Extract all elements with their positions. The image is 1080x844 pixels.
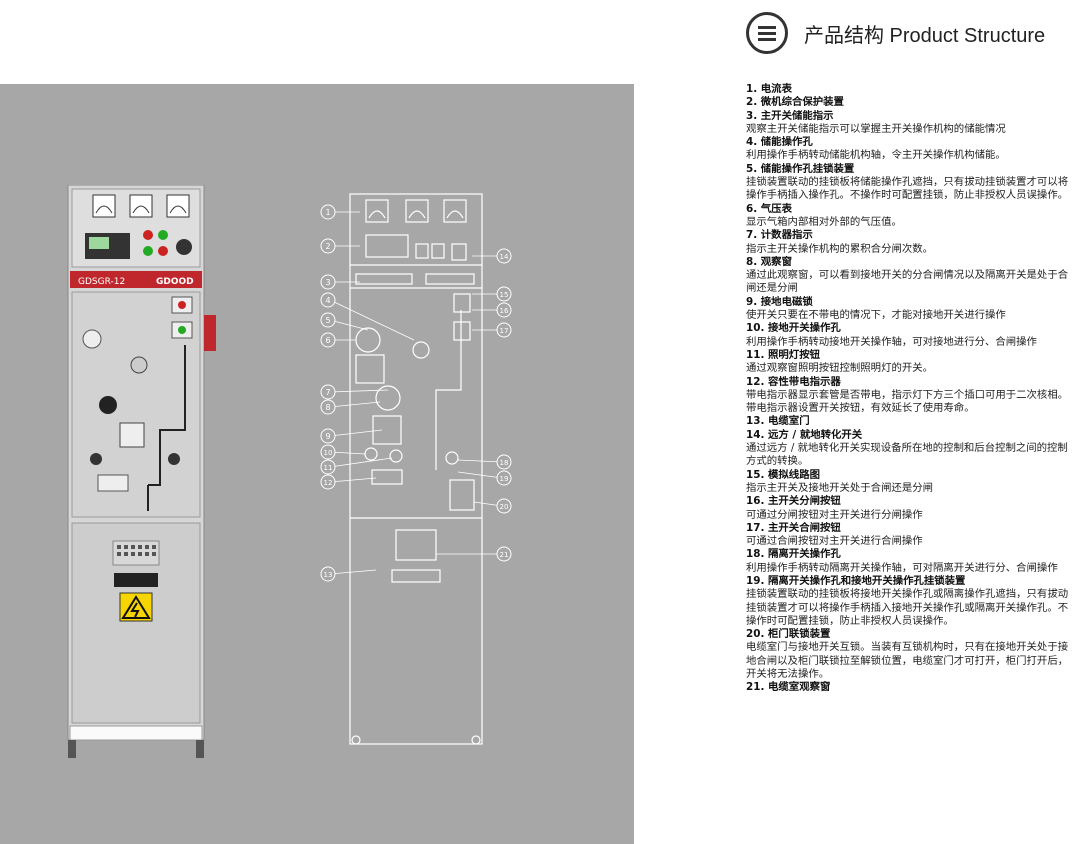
item-description: 通过远方 / 就地转化开关实现设备所在地的控制和后台控制之间的控制方式的转换。	[746, 442, 1068, 468]
item-title: 20. 柜门联锁装置	[746, 628, 831, 641]
callout-9: 9	[325, 432, 330, 441]
list-item: 15. 模拟线路图指示主开关及接地开关处于合闸还是分闸	[746, 469, 1070, 496]
list-item: 1. 电流表	[746, 83, 1070, 96]
item-description: 指示主开关及接地开关处于合闸还是分闸	[746, 481, 934, 494]
item-title: 1. 电流表	[746, 83, 792, 95]
item-description: 通过此观察窗，可以看到接地开关的分合闸情况以及隔离开关是处于合闸还是分闸	[746, 269, 1069, 295]
item-title: 2. 微机综合保护装置	[746, 96, 844, 109]
list-item: 2. 微机综合保护装置	[746, 96, 1070, 109]
list-item: 5. 储能操作孔挂锁装置挂锁装置联动的挂锁板将储能操作孔遮挡，只有拔动挂锁装置才…	[746, 163, 1070, 203]
item-title: 13. 电缆室门	[746, 415, 810, 428]
list-item: 10. 接地开关操作孔利用操作手柄转动接地开关操作轴，可对接地进行分、合闸操作	[746, 322, 1070, 349]
pressure-gauge-icon	[82, 329, 102, 349]
item-title: 5. 储能操作孔挂锁装置	[746, 162, 855, 175]
item-description: 可通过分闸按钮对主开关进行分闸操作	[746, 508, 923, 521]
list-item: 17. 主开关合闸按钮可通过合闸按钮对主开关进行合闸操作	[746, 522, 1070, 549]
item-title: 19. 隔离开关操作孔和接地开关操作孔挂锁装置	[746, 574, 966, 587]
callout-10: 10	[324, 449, 333, 457]
list-item: 12. 容性带电指示器带电指示器显示套管是否带电，指示灯下方三个插口可用于二次核…	[746, 376, 1070, 416]
item-title: 7. 计数器指示	[746, 229, 813, 242]
cabinet-photo: GDSGR-12 GDOOD	[67, 185, 216, 758]
list-item: 16. 主开关分闸按钮可通过分闸按钮对主开关进行分闸操作	[746, 495, 1070, 522]
list-item: 3. 主开关储能指示观察主开关储能指示可以掌握主开关操作机构的储能情况	[746, 110, 1070, 137]
callout-7: 7	[325, 388, 330, 397]
item-description: 可通过合闸按钮对主开关进行合闸操作	[746, 535, 923, 548]
item-description: 观察主开关储能指示可以掌握主开关操作机构的储能情况	[746, 122, 1006, 135]
list-item: 6. 气压表显示气箱内部相对外部的气压值。	[746, 203, 1070, 230]
item-description: 带电指示器显示套管是否带电，指示灯下方三个插口可用于二次核相。带电指示器设置开关…	[746, 388, 1069, 415]
list-item: 19. 隔离开关操作孔和接地开关操作孔挂锁装置挂锁装置联动的挂锁板将接地开关操作…	[746, 575, 1070, 628]
callout-8: 8	[325, 403, 330, 412]
item-description: 利用操作手柄转动隔离开关操作轴，可对隔离开关进行分、合闸操作	[746, 561, 1058, 574]
callout-14: 14	[500, 253, 509, 261]
callout-21: 21	[500, 551, 509, 559]
ammeter-icon	[92, 194, 190, 218]
callout-2: 2	[325, 242, 330, 251]
warning-icon	[119, 592, 153, 622]
callout-6: 6	[325, 336, 330, 345]
item-description: 通过观察窗照明按钮控制照明灯的开关。	[746, 362, 934, 375]
list-item: 14. 远方 / 就地转化开关通过远方 / 就地转化开关实现设备所在地的控制和后…	[746, 429, 1070, 469]
list-item: 21. 电缆室观察窗	[746, 681, 1070, 694]
callout-17: 17	[500, 327, 509, 335]
item-title: 3. 主开关储能指示	[746, 109, 834, 122]
callout-4: 4	[325, 296, 330, 305]
item-description: 显示气箱内部相对外部的气压值。	[746, 215, 902, 228]
item-title: 15. 模拟线路图	[746, 468, 820, 481]
list-item: 8. 观察窗通过此观察窗，可以看到接地开关的分合闸情况以及隔离开关是处于合闸还是…	[746, 256, 1070, 296]
menu-icon	[746, 12, 788, 54]
list-item: 9. 接地电磁锁使开关只要在不带电的情况下，才能对接地开关进行操作	[746, 296, 1070, 323]
item-title: 9. 接地电磁锁	[746, 295, 813, 308]
callout-18: 18	[500, 459, 509, 467]
item-title: 16. 主开关分闸按钮	[746, 495, 841, 508]
list-item: 11. 照明灯按钮通过观察窗照明按钮控制照明灯的开关。	[746, 349, 1070, 376]
item-description: 挂锁装置联动的挂锁板将接地开关操作孔或隔离操作孔遮挡，只有拔动挂锁装置才可以将操…	[746, 588, 1069, 627]
item-title: 17. 主开关合闸按钮	[746, 521, 841, 534]
item-description: 挂锁装置联动的挂锁板将储能操作孔遮挡，只有拔动挂锁装置才可以将操作手柄插入操作孔…	[746, 176, 1069, 202]
item-title: 6. 气压表	[746, 202, 792, 215]
viewing-window-icon	[99, 396, 117, 414]
callout-11: 11	[324, 464, 333, 472]
list-item: 7. 计数器指示指示主开关操作机构的累积合分闸次数。	[746, 229, 1070, 256]
callout-12: 12	[324, 479, 333, 487]
item-description: 电缆室门与接地开关互锁。当装有互锁机构时，只有在接地开关处于接地合闸以及柜门联锁…	[746, 641, 1069, 681]
item-description: 使开关只要在不带电的情况下，才能对接地开关进行操作	[746, 309, 1006, 322]
list-item: 20. 柜门联锁装置电缆室门与接地开关互锁。当装有互锁机构时，只有在接地开关处于…	[746, 628, 1070, 681]
item-title: 8. 观察窗	[746, 255, 792, 268]
item-title: 4. 储能操作孔	[746, 136, 813, 149]
item-title: 12. 容性带电指示器	[746, 375, 841, 388]
list-item: 18. 隔离开关操作孔利用操作手柄转动隔离开关操作轴，可对隔离开关进行分、合闸操…	[746, 548, 1070, 575]
list-item: 4. 储能操作孔利用操作手柄转动储能机构轴，令主开关操作机构储能。	[746, 136, 1070, 163]
item-title: 14. 远方 / 就地转化开关	[746, 428, 863, 441]
structure-diagram: 1 2 3 4 5 6 7 8 9 10 11 12 13 14 15 16 1…	[320, 193, 512, 745]
callout-15: 15	[500, 291, 509, 299]
item-title: 11. 照明灯按钮	[746, 348, 820, 361]
callout-3: 3	[325, 278, 330, 287]
page-header: 产品结构 Product Structure	[746, 10, 1045, 56]
protection-relay-icon	[85, 233, 130, 259]
cable-room-window-icon	[112, 540, 160, 566]
item-description: 利用操作手柄转动储能机构轴，令主开关操作机构储能。	[746, 149, 1006, 162]
cabinet-model-label: GDSGR-12	[78, 277, 125, 287]
structure-item-list: 1. 电流表 2. 微机综合保护装置 3. 主开关储能指示观察主开关储能指示可以…	[746, 83, 1070, 695]
item-description: 指示主开关操作机构的累积合分闸次数。	[746, 242, 934, 255]
callout-5: 5	[325, 316, 330, 325]
page-title: 产品结构 Product Structure	[804, 24, 1046, 47]
callout-1: 1	[325, 208, 330, 217]
list-item: 13. 电缆室门	[746, 415, 1070, 428]
brand-mark: GDOOD	[156, 277, 194, 287]
item-title: 18. 隔离开关操作孔	[746, 548, 841, 561]
callout-13: 13	[324, 571, 333, 579]
item-title: 21. 电缆室观察窗	[746, 681, 831, 694]
item-title: 10. 接地开关操作孔	[746, 322, 841, 335]
callout-19: 19	[500, 475, 509, 483]
callout-20: 20	[500, 503, 509, 511]
callout-16: 16	[500, 307, 509, 315]
item-description: 利用操作手柄转动接地开关操作轴，可对接地进行分、合闸操作	[746, 335, 1037, 348]
